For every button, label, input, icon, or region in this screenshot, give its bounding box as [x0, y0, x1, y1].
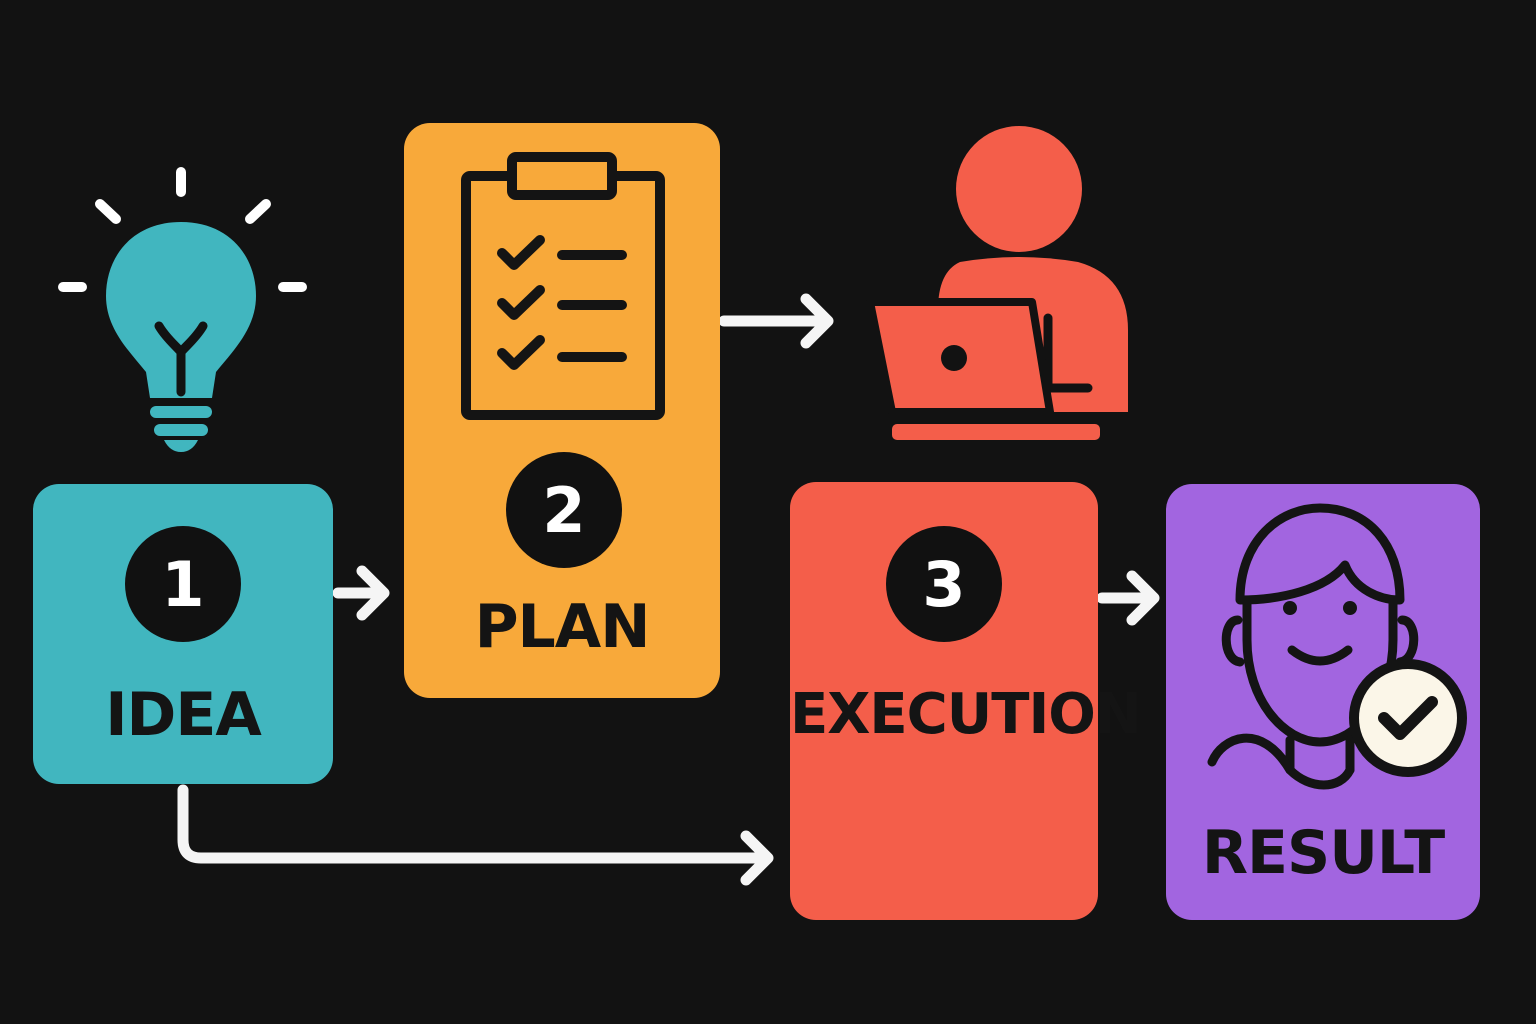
arrow-idea-to-plan — [332, 565, 390, 621]
step-plan-number: 2 — [506, 452, 622, 568]
step-idea-number: 1 — [125, 526, 241, 642]
arrow-execution-to-result — [1096, 570, 1160, 626]
arrow-plan-to-execution — [718, 293, 834, 349]
step-result-label: RESULT — [1201, 818, 1445, 888]
arrow-idea-to-execution — [177, 784, 774, 886]
step-plan-label: PLAN — [474, 592, 651, 662]
step-execution-number: 3 — [886, 526, 1002, 642]
step-idea-label: IDEA — [105, 680, 262, 750]
step-execution-label: EXECUTION — [790, 682, 1142, 747]
